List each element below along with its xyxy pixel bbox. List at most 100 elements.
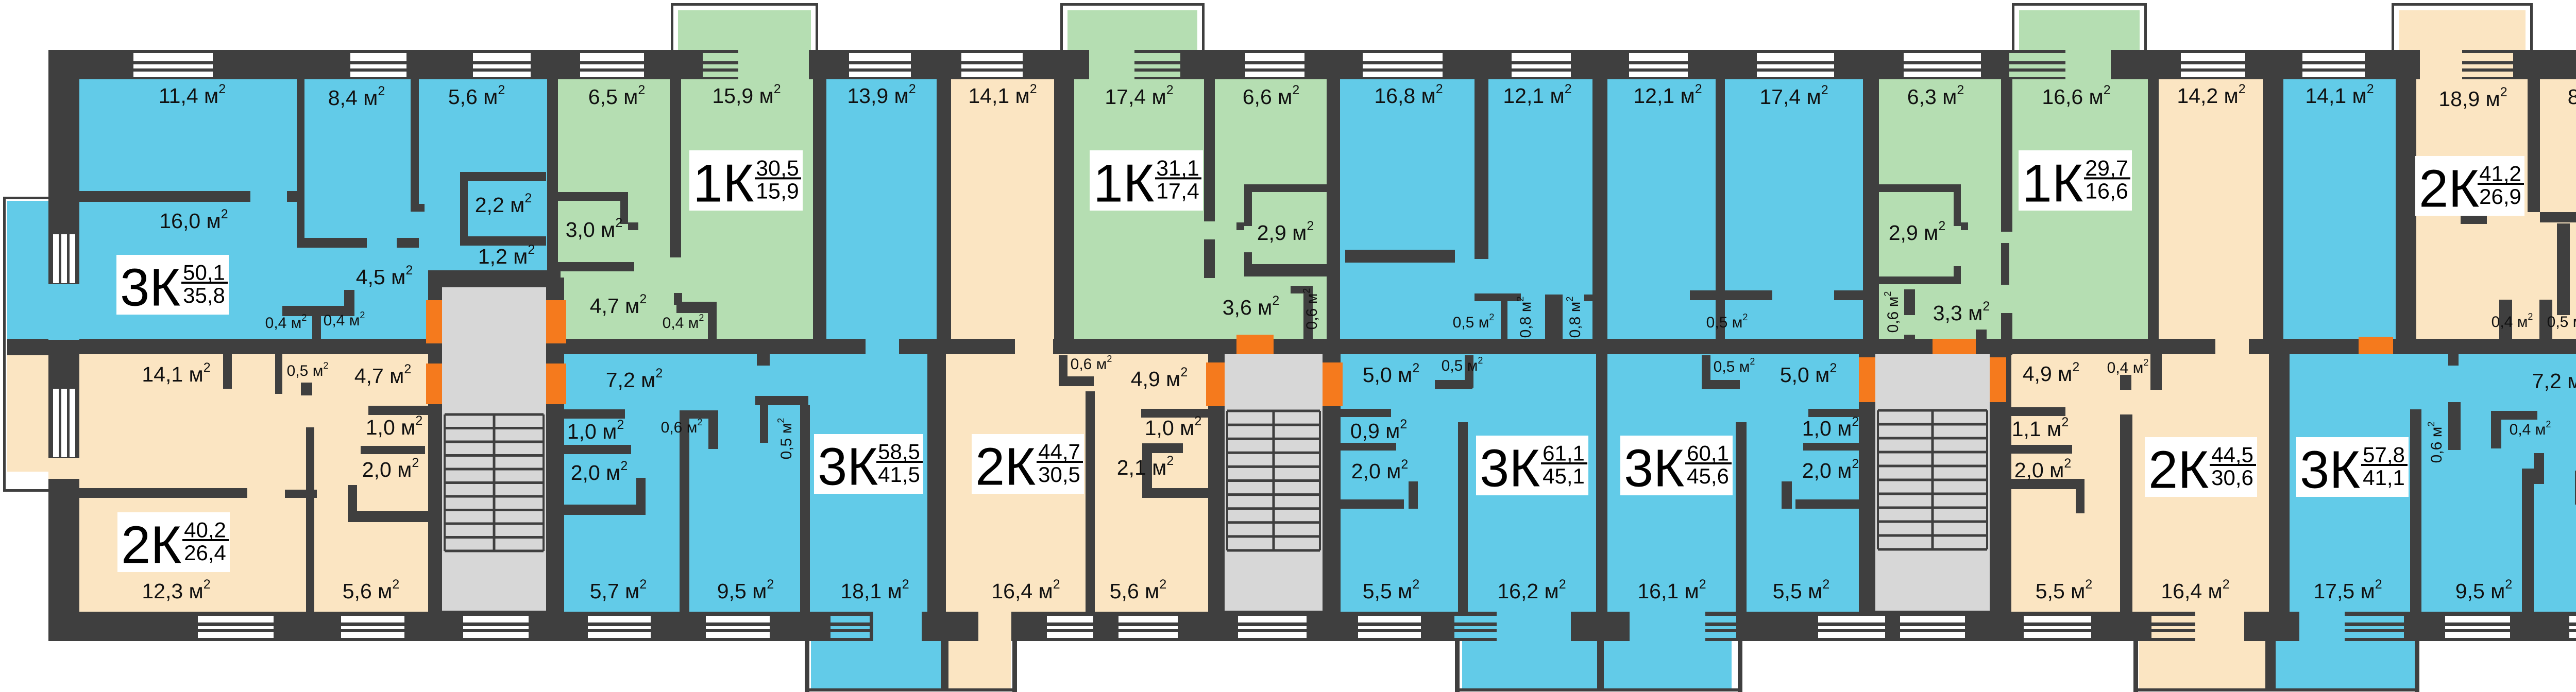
svg-text:16,0 м2: 16,0 м2 xyxy=(159,207,228,233)
svg-text:0,5 м2: 0,5 м2 xyxy=(1442,355,1483,374)
svg-text:2,0 м2: 2,0 м2 xyxy=(1351,457,1408,483)
svg-text:4,9 м2: 4,9 м2 xyxy=(2023,360,2079,386)
svg-text:2,0 м2: 2,0 м2 xyxy=(2014,456,2071,482)
svg-text:44,5: 44,5 xyxy=(2211,443,2253,467)
svg-text:58,5: 58,5 xyxy=(878,440,920,464)
svg-text:0,4 м2: 0,4 м2 xyxy=(663,313,704,332)
svg-text:16,4 м2: 16,4 м2 xyxy=(2161,577,2229,603)
svg-text:0,6 м2: 0,6 м2 xyxy=(1071,354,1112,373)
svg-text:12,1 м2: 12,1 м2 xyxy=(1503,82,1571,108)
svg-text:0,8 м2: 0,8 м2 xyxy=(1565,297,1584,338)
svg-text:30,5: 30,5 xyxy=(756,156,799,181)
svg-text:14,2 м2: 14,2 м2 xyxy=(2177,82,2245,108)
svg-text:16,2 м2: 16,2 м2 xyxy=(1497,577,1566,603)
svg-text:1,2 м2: 1,2 м2 xyxy=(478,243,535,268)
svg-text:35,8: 35,8 xyxy=(183,283,225,307)
svg-text:1К: 1К xyxy=(693,153,754,213)
svg-text:3К: 3К xyxy=(1624,439,1684,498)
svg-text:41,5: 41,5 xyxy=(878,462,920,487)
svg-text:7,2 м2: 7,2 м2 xyxy=(2532,367,2576,393)
svg-text:9,5 м2: 9,5 м2 xyxy=(2455,577,2512,603)
svg-text:0,4 м2: 0,4 м2 xyxy=(324,310,365,329)
svg-text:0,5 м2: 0,5 м2 xyxy=(1453,312,1495,331)
svg-text:0,5 м2: 0,5 м2 xyxy=(287,360,329,379)
svg-text:60,1: 60,1 xyxy=(1687,441,1729,465)
svg-text:2К: 2К xyxy=(121,515,181,575)
svg-text:1,0 м2: 1,0 м2 xyxy=(1802,414,1859,440)
svg-text:44,7: 44,7 xyxy=(1038,440,1080,464)
svg-text:4,5 м2: 4,5 м2 xyxy=(356,263,413,289)
svg-text:5,5 м2: 5,5 м2 xyxy=(1773,577,1829,603)
svg-text:18,1 м2: 18,1 м2 xyxy=(840,577,909,603)
svg-text:18,9 м2: 18,9 м2 xyxy=(2438,85,2507,111)
svg-text:0,5 м2: 0,5 м2 xyxy=(2547,312,2576,331)
svg-text:0,5 м2: 0,5 м2 xyxy=(1714,356,1755,375)
svg-text:6,3 м2: 6,3 м2 xyxy=(1907,83,1964,109)
svg-text:15,9: 15,9 xyxy=(756,179,799,204)
svg-text:2,9 м2: 2,9 м2 xyxy=(1257,219,1314,245)
svg-text:2К: 2К xyxy=(975,437,1036,496)
svg-text:29,7: 29,7 xyxy=(2085,156,2128,181)
svg-text:30,5: 30,5 xyxy=(1038,462,1080,487)
svg-text:12,1 м2: 12,1 м2 xyxy=(1633,82,1702,108)
svg-text:8,4 м2: 8,4 м2 xyxy=(328,84,385,110)
svg-text:3К: 3К xyxy=(818,437,878,496)
svg-text:5,0 м2: 5,0 м2 xyxy=(1363,361,1419,387)
svg-text:31,1: 31,1 xyxy=(1156,156,1199,181)
svg-text:26,9: 26,9 xyxy=(2479,184,2521,209)
svg-text:41,2: 41,2 xyxy=(2479,162,2521,186)
svg-text:0,4 м2: 0,4 м2 xyxy=(2510,419,2551,438)
svg-text:16,8 м2: 16,8 м2 xyxy=(1374,82,1443,108)
svg-text:12,3 м2: 12,3 м2 xyxy=(142,577,210,603)
svg-text:3,6 м2: 3,6 м2 xyxy=(1223,293,1279,319)
svg-text:1,1 м2: 1,1 м2 xyxy=(2012,415,2069,441)
svg-text:1,0 м2: 1,0 м2 xyxy=(366,413,422,439)
svg-text:6,6 м2: 6,6 м2 xyxy=(1243,83,1299,109)
svg-text:5,7 м2: 5,7 м2 xyxy=(590,577,647,603)
svg-text:3К: 3К xyxy=(2300,440,2360,499)
svg-text:13,9 м2: 13,9 м2 xyxy=(847,82,916,108)
svg-text:4,7 м2: 4,7 м2 xyxy=(590,292,647,318)
svg-text:14,1 м2: 14,1 м2 xyxy=(2305,82,2374,108)
svg-text:2,1 м2: 2,1 м2 xyxy=(1117,454,1174,479)
svg-text:0,6 м2: 0,6 м2 xyxy=(2426,422,2445,463)
svg-text:2К: 2К xyxy=(2419,159,2479,218)
svg-text:16,6: 16,6 xyxy=(2085,179,2128,204)
svg-text:17,4 м2: 17,4 м2 xyxy=(1759,83,1828,109)
svg-text:2,9 м2: 2,9 м2 xyxy=(1889,219,1945,245)
svg-text:26,4: 26,4 xyxy=(184,541,226,565)
svg-text:3,0 м2: 3,0 м2 xyxy=(566,216,622,241)
svg-text:17,4: 17,4 xyxy=(1156,179,1199,204)
svg-text:2К: 2К xyxy=(2148,440,2209,499)
svg-text:45,6: 45,6 xyxy=(1687,464,1729,488)
svg-text:5,6 м2: 5,6 м2 xyxy=(343,577,399,603)
svg-text:0,6 м2: 0,6 м2 xyxy=(1301,288,1320,330)
svg-text:30,6: 30,6 xyxy=(2211,465,2253,490)
svg-text:14,1 м2: 14,1 м2 xyxy=(142,360,210,386)
svg-text:50,1: 50,1 xyxy=(183,261,225,285)
svg-text:7,2 м2: 7,2 м2 xyxy=(606,366,663,392)
svg-text:5,5 м2: 5,5 м2 xyxy=(1363,577,1419,603)
svg-text:0,4 м2: 0,4 м2 xyxy=(2492,312,2533,331)
svg-text:0,6 м2: 0,6 м2 xyxy=(661,417,703,436)
svg-text:3К: 3К xyxy=(1480,439,1540,498)
svg-text:14,1 м2: 14,1 м2 xyxy=(968,82,1037,108)
svg-text:5,6 м2: 5,6 м2 xyxy=(1110,577,1166,603)
svg-text:2,0 м2: 2,0 м2 xyxy=(571,459,628,485)
svg-text:2,0 м2: 2,0 м2 xyxy=(1802,457,1859,482)
svg-text:2,2 м2: 2,2 м2 xyxy=(475,191,532,217)
svg-text:17,5 м2: 17,5 м2 xyxy=(2313,577,2382,603)
svg-text:45,1: 45,1 xyxy=(1543,464,1585,488)
svg-text:4,9 м2: 4,9 м2 xyxy=(1131,365,1188,391)
svg-text:0,4 м2: 0,4 м2 xyxy=(265,313,307,332)
svg-text:0,9 м2: 0,9 м2 xyxy=(1350,417,1407,443)
svg-text:0,5 м2: 0,5 м2 xyxy=(776,418,795,460)
svg-text:3,3 м2: 3,3 м2 xyxy=(1933,299,1990,325)
svg-text:15,9 м2: 15,9 м2 xyxy=(712,82,781,108)
svg-text:5,5 м2: 5,5 м2 xyxy=(2036,577,2092,603)
svg-text:40,2: 40,2 xyxy=(184,518,226,542)
svg-text:6,5 м2: 6,5 м2 xyxy=(588,83,645,109)
svg-text:17,4 м2: 17,4 м2 xyxy=(1105,83,1173,109)
svg-text:1К: 1К xyxy=(2022,153,2083,213)
svg-text:5,6 м2: 5,6 м2 xyxy=(448,83,505,109)
